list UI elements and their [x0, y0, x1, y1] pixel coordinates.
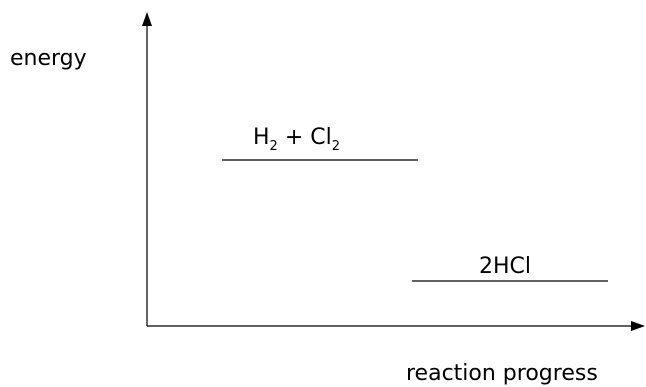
y-axis-arrowhead: [142, 12, 152, 26]
x-axis-arrowhead: [631, 321, 645, 331]
reactants-label: H2 + Cl2: [253, 125, 340, 154]
x-axis-label: reaction progress: [406, 361, 598, 386]
y-axis-label: energy: [10, 46, 87, 71]
h2-symbol: H: [253, 125, 270, 150]
products-label: 2HCl: [479, 254, 531, 279]
plus-sign: +: [278, 125, 310, 150]
cl2-symbol: Cl: [310, 125, 331, 150]
h2-subscript: 2: [270, 139, 278, 154]
cl2-subscript: 2: [332, 139, 340, 154]
